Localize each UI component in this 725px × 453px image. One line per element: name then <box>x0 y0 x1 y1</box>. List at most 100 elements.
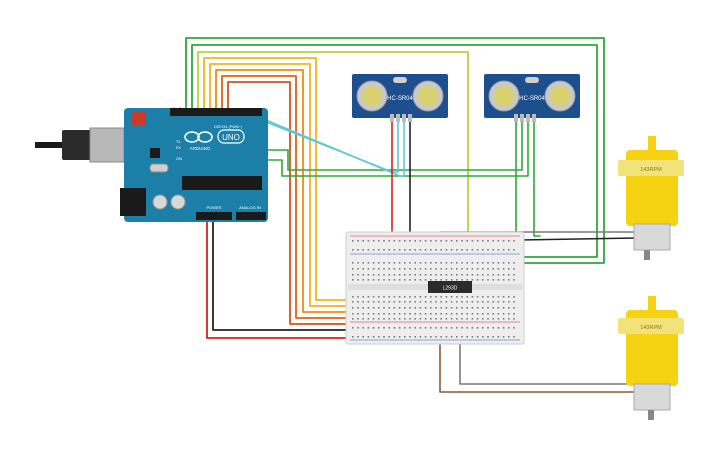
wire-lime <box>197 51 469 276</box>
breadboard-hole <box>424 262 427 264</box>
ultrasonic-sensor-1[interactable]: HC-SR04 <box>352 74 448 122</box>
breadboard-hole <box>388 296 390 298</box>
breadboard-hole <box>383 307 385 309</box>
breadboard-hole <box>424 268 427 270</box>
breadboard-hole <box>357 262 359 264</box>
breadboard-hole <box>482 327 484 329</box>
breadboard-hole <box>513 240 515 242</box>
l293d-chip[interactable] <box>428 281 472 293</box>
breadboard-hole <box>409 307 411 309</box>
breadboard-hole <box>487 279 489 281</box>
breadboard-hole <box>398 268 401 270</box>
breadboard-hole <box>398 274 401 276</box>
sensor-1-label: HC-SR04 <box>387 96 413 102</box>
breadboard-hole <box>513 249 515 251</box>
breadboard-hole <box>445 240 448 242</box>
breadboard-hole <box>476 318 479 320</box>
breadboard-hole <box>430 296 432 298</box>
breadboard-hole <box>378 313 380 315</box>
breadboard-hole <box>456 268 458 270</box>
arduino-logo-icon <box>184 129 245 144</box>
breadboard-hole <box>497 262 500 264</box>
breadboard[interactable]: L293D <box>345 231 525 345</box>
breadboard-hole <box>388 279 390 281</box>
breadboard-hole <box>502 240 505 242</box>
breadboard-hole <box>487 318 489 320</box>
breadboard-hole <box>367 313 370 315</box>
breadboard-hole <box>435 336 437 338</box>
breadboard-hole <box>466 327 468 329</box>
breadboard-hole <box>430 262 432 264</box>
breadboard-hole <box>388 327 390 329</box>
dc-motor-1[interactable]: 143RPM <box>618 136 684 260</box>
breadboard-hole <box>445 313 448 315</box>
sensor-1-pins <box>390 114 412 122</box>
ultrasonic-sensor-2[interactable]: HC-SR04 <box>484 74 580 122</box>
breadboard-hole <box>461 313 463 315</box>
breadboard-hole <box>445 274 448 276</box>
breadboard-hole <box>404 262 406 264</box>
breadboard-hole <box>424 336 427 338</box>
breadboard-hole <box>435 327 437 329</box>
breadboard-hole <box>372 240 375 242</box>
breadboard-hole <box>456 262 458 264</box>
breadboard-hole <box>430 327 432 329</box>
breadboard-hole <box>393 313 396 315</box>
breadboard-hole <box>424 318 427 320</box>
breadboard-hole <box>508 262 510 264</box>
breadboard-hole <box>461 318 463 320</box>
breadboard-hole <box>362 249 364 251</box>
breadboard-hole <box>435 268 437 270</box>
breadboard-hole <box>502 268 505 270</box>
breadboard-hole <box>445 318 448 320</box>
breadboard-hole <box>383 296 385 298</box>
breadboard-hole <box>456 296 458 298</box>
breadboard-hole <box>378 274 380 276</box>
breadboard-hole <box>419 249 422 251</box>
breadboard-hole <box>414 249 416 251</box>
breadboard-hole <box>466 262 468 264</box>
wire-power-black <box>212 211 357 331</box>
breadboard-hole <box>487 249 489 251</box>
breadboard-hole <box>393 249 396 251</box>
breadboard-hole <box>362 307 364 309</box>
breadboard-hole <box>456 318 458 320</box>
breadboard-hole <box>502 313 505 315</box>
breadboard-hole <box>492 327 494 329</box>
arduino-power-label: POWER <box>206 205 221 210</box>
breadboard-hole <box>435 249 437 251</box>
breadboard-hole <box>456 336 458 338</box>
breadboard-hole <box>513 336 515 338</box>
arduino-uno-board[interactable]: UNO ARDUINO DIGITAL (PWM~) POWER ANALOG … <box>35 108 268 222</box>
breadboard-hole <box>497 240 500 242</box>
breadboard-hole <box>471 336 474 338</box>
breadboard-hole <box>419 262 422 264</box>
breadboard-hole <box>476 240 479 242</box>
motor-terminal <box>644 250 650 260</box>
breadboard-hole <box>476 307 479 309</box>
breadboard-hole <box>508 249 510 251</box>
reset-button[interactable] <box>132 112 146 126</box>
breadboard-hole <box>404 313 406 315</box>
breadboard-hole <box>404 274 406 276</box>
breadboard-hole <box>487 240 489 242</box>
breadboard-hole <box>502 336 505 338</box>
breadboard-hole <box>461 240 463 242</box>
breadboard-hole <box>445 279 448 281</box>
breadboard-hole <box>476 274 479 276</box>
breadboard-hole <box>435 279 437 281</box>
breadboard-hole <box>471 279 474 281</box>
breadboard-hole <box>372 327 375 329</box>
wire-orange-2 <box>221 75 439 319</box>
breadboard-hole <box>367 274 370 276</box>
breadboard-hole <box>362 268 364 270</box>
breadboard-hole <box>388 240 390 242</box>
breadboard-hole <box>414 240 416 242</box>
breadboard-hole <box>466 336 468 338</box>
dc-motor-2[interactable]: 143RPM <box>618 296 684 420</box>
breadboard-hole <box>409 240 411 242</box>
breadboard-hole <box>367 327 370 329</box>
breadboard-hole <box>456 279 458 281</box>
breadboard-hole <box>476 313 479 315</box>
breadboard-hole <box>502 279 505 281</box>
